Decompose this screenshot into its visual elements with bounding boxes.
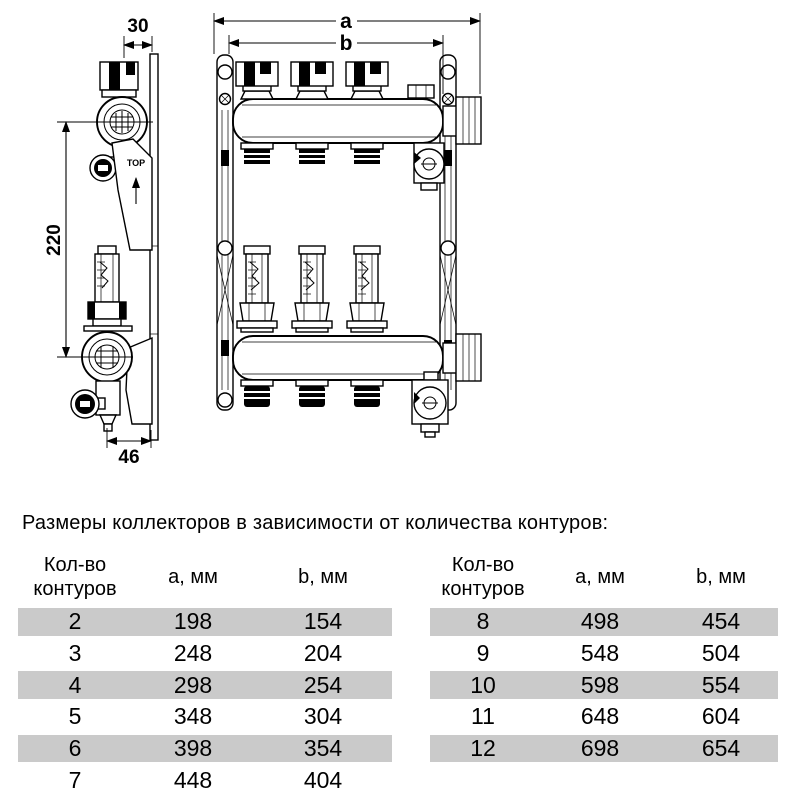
top-marking-label: TOP — [127, 158, 145, 168]
header-b-mm: b, мм — [298, 566, 348, 588]
lower-manifold — [232, 333, 482, 382]
table-row: 8 498 454 — [430, 606, 778, 638]
top-port — [350, 142, 384, 165]
side-view: TOP — [44, 16, 159, 468]
table-row: 5 348 304 — [68, 703, 343, 730]
dimensions-table-left: Кол-во контуров a, мм b, мм 2 198 154 3 … — [18, 548, 392, 796]
header-a-mm: a, мм — [575, 566, 625, 588]
table-row: 6 398 354 — [18, 732, 392, 765]
table-row: 10 598 554 — [430, 669, 778, 702]
side-view-dimensions: 30 220 46 — [44, 16, 153, 468]
table-row: 12 698 654 — [430, 732, 778, 765]
front-view-dimensions: a b — [213, 10, 481, 94]
table-header: Кол-во контуров a, мм b, мм — [18, 548, 392, 606]
manifold-technical-drawing: TOP — [44, 10, 482, 468]
bottom-port — [350, 379, 384, 408]
table-caption: Размеры коллекторов в зависимости от кол… — [22, 512, 609, 534]
table-row: 3 248 204 — [68, 640, 343, 667]
header-b-mm: b, мм — [696, 566, 746, 588]
header-circuits: Кол-во контуров — [33, 554, 117, 600]
flow-meter — [346, 245, 388, 333]
side-view-upper-valve: TOP — [89, 61, 153, 251]
flow-meter — [236, 245, 278, 333]
front-view: a b — [213, 10, 482, 438]
table-header: Кол-во контуров a, мм b, мм — [430, 548, 778, 606]
dim-b-label: b — [340, 32, 353, 55]
air-vent-valve — [413, 142, 445, 191]
dim-30-label: 30 — [127, 16, 148, 37]
dim-46-label: 46 — [118, 447, 139, 468]
table-row: 9 548 504 — [476, 640, 741, 667]
top-manifold — [232, 84, 482, 145]
flow-meter — [291, 245, 333, 333]
table-row: 11 648 604 — [471, 703, 741, 730]
table-row: 2 198 154 — [18, 606, 392, 638]
table-row: 4 298 254 — [18, 669, 392, 702]
bottom-port — [295, 379, 329, 408]
top-port — [295, 142, 329, 165]
valve-cap — [235, 61, 279, 100]
valve-cap — [345, 61, 389, 100]
dim-a-label: a — [340, 10, 352, 33]
table-row: 7 448 404 — [68, 766, 343, 793]
bottom-port — [240, 379, 274, 408]
header-circuits: Кол-во контуров — [441, 554, 525, 600]
dimensions-table-right: Кол-во контуров a, мм b, мм 8 498 454 9 … — [430, 548, 778, 765]
drain-valve — [411, 371, 449, 438]
dim-220-label: 220 — [44, 224, 65, 256]
side-view-lower-valve — [70, 245, 153, 432]
top-port — [240, 142, 274, 165]
valve-cap — [290, 61, 334, 100]
header-a-mm: a, мм — [168, 566, 218, 588]
bracket-left — [216, 54, 234, 411]
